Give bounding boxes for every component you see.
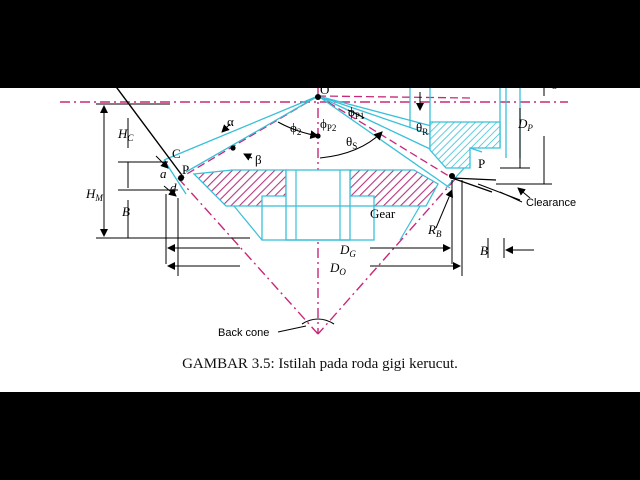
- pinion-pitch-line: [317, 95, 471, 99]
- pitch-line-right: [317, 95, 453, 179]
- back-cone-line-left: [177, 177, 319, 335]
- point-O: [315, 94, 321, 100]
- clearance-leader: [499, 191, 523, 203]
- label-DO: DO: [329, 260, 346, 277]
- label-d: d: [170, 180, 177, 195]
- label-B-left: B: [122, 204, 130, 219]
- back-cone-leader: [277, 325, 307, 333]
- label-O: O: [320, 88, 329, 97]
- right-dimensions: [416, 88, 552, 201]
- bevel-gear-diagram: O C P P α β Gear a d B B HC HM ϕ2 ϕP1 ϕP…: [60, 88, 576, 339]
- angle-arc-phi2: [277, 121, 320, 139]
- angle-arc-back-cone: [301, 318, 335, 325]
- label-gear: Gear: [370, 206, 396, 221]
- gear-bore: [285, 169, 351, 241]
- label-P-left: P: [182, 162, 189, 177]
- label-DO-top: DO: [541, 88, 558, 91]
- label-alpha: α: [227, 114, 234, 129]
- point-P-right: [449, 173, 455, 179]
- label-C: C: [172, 146, 181, 161]
- cone-face-line: [116, 88, 185, 179]
- label-thetaR: θR: [416, 120, 428, 137]
- angle-arc-thetaS: [319, 131, 383, 159]
- angle-arc-phiP1: [347, 109, 365, 119]
- label-DP: DP: [517, 116, 533, 133]
- label-clearance: Clearance: [526, 197, 576, 209]
- label-beta: β: [255, 152, 262, 167]
- label-phi2: ϕ2: [290, 120, 301, 137]
- label-DG: DG: [339, 242, 356, 259]
- label-a: a: [160, 166, 167, 181]
- letterbox-bottom: [0, 392, 640, 480]
- gear-hub: [261, 205, 375, 241]
- pinion-body: [429, 121, 501, 169]
- figure-caption: GAMBAR 3.5: Istilah pada roda gigi keruc…: [182, 356, 458, 372]
- label-thetaS: θS: [346, 134, 357, 151]
- label-phiP1: ϕP1: [348, 104, 364, 121]
- label-RB: RB: [427, 222, 442, 239]
- left-dimensions: [96, 103, 250, 239]
- gear-body-right: [349, 169, 439, 207]
- label-HM: HM: [85, 186, 103, 203]
- letterbox-top: [0, 0, 640, 88]
- point-P-left: [178, 175, 184, 181]
- bottom-dimensions: [165, 180, 534, 276]
- label-B-right: B: [480, 243, 488, 258]
- label-HC: HC: [117, 126, 134, 143]
- figure-panel: O C P P α β Gear a d B B HC HM ϕ2 ϕP1 ϕP…: [0, 88, 640, 392]
- back-cone-line-right: [317, 177, 457, 335]
- label-phiP2: ϕP2: [320, 116, 336, 133]
- label-P-right: P: [478, 156, 485, 171]
- gear-body-left: [192, 169, 287, 207]
- label-back-cone: Back cone: [218, 327, 269, 339]
